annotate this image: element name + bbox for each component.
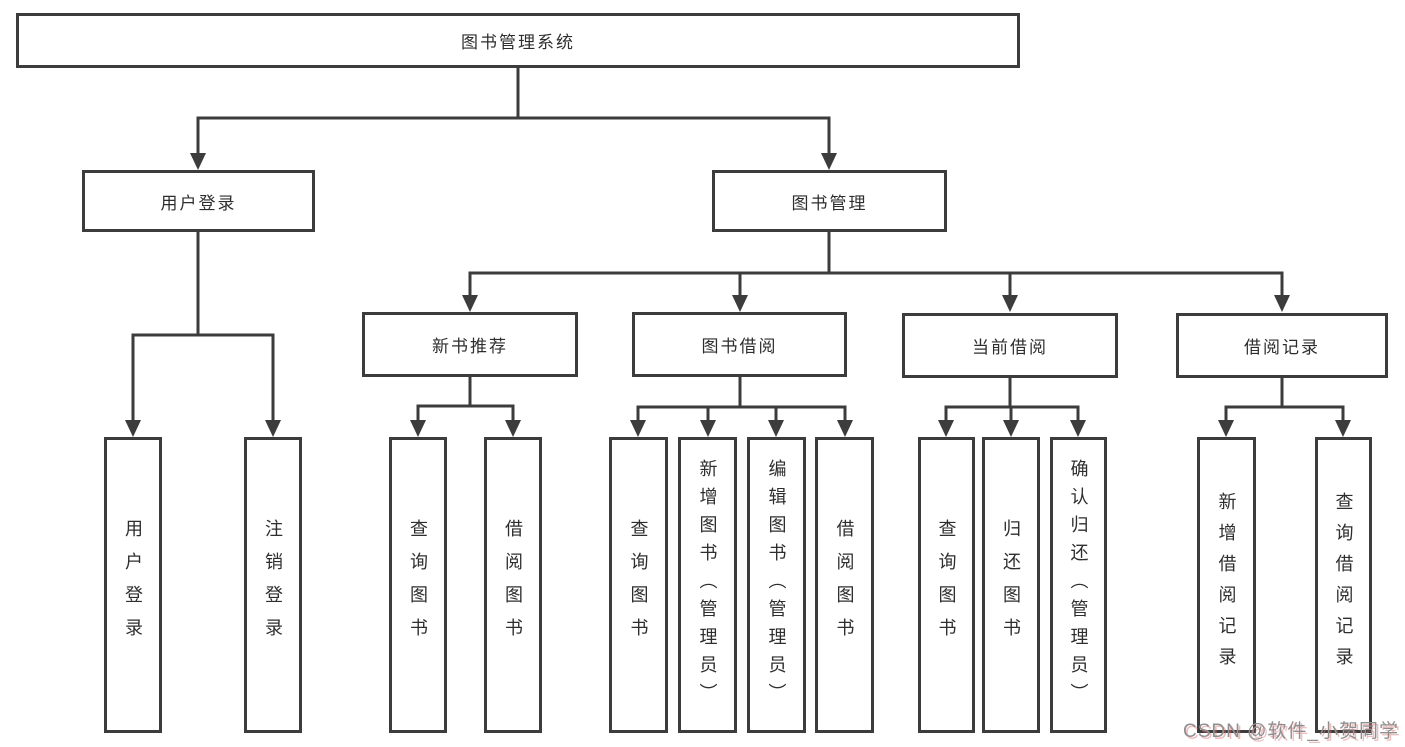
arrowheads <box>125 153 1351 437</box>
leaf-return-books: 归还图书 <box>982 437 1040 733</box>
node-label: 确认归还（管理员） <box>1068 459 1089 711</box>
connector-bookmgmt <box>468 230 1284 300</box>
node-label: 当前借阅 <box>972 338 1048 357</box>
node-user-login: 用户登录 <box>82 170 315 232</box>
connector-borrow <box>636 375 847 425</box>
node-label: 借阅记录 <box>1244 338 1320 357</box>
leaf-add-borrow-record: 新增借阅记录 <box>1197 437 1256 733</box>
connector-current <box>944 376 1080 425</box>
node-current-borrowing: 当前借阅 <box>902 313 1118 378</box>
leaf-edit-books-admin: 编辑图书（管理员） <box>747 437 806 733</box>
leaf-borrow-books-recommend: 借阅图书 <box>484 437 542 733</box>
node-label: 查询图书 <box>408 519 428 651</box>
leaf-query-books-recommend: 查询图书 <box>389 437 447 733</box>
node-label: 新增图书（管理员） <box>697 459 718 711</box>
node-label: 新增借阅记录 <box>1216 492 1237 678</box>
node-label: 借阅图书 <box>834 519 855 651</box>
watermark: CSDN @软件_小贺同学 <box>1183 721 1399 742</box>
node-label: 图书管理 <box>791 193 868 213</box>
node-label: 编辑图书（管理员） <box>766 459 787 711</box>
connector-root <box>196 66 831 158</box>
leaf-add-books-admin: 新增图书（管理员） <box>678 437 737 733</box>
node-label: 查询图书 <box>628 519 649 651</box>
node-label: 图书借阅 <box>701 337 778 356</box>
node-label: 查询图书 <box>936 519 957 651</box>
node-book-borrowing: 图书借阅 <box>632 312 847 377</box>
leaf-logout: 注销登录 <box>244 437 302 733</box>
leaf-query-books-borrowing: 查询图书 <box>609 437 668 733</box>
connector-records <box>1224 376 1345 425</box>
node-label: 查询借阅记录 <box>1333 492 1354 678</box>
leaf-query-borrow-record: 查询借阅记录 <box>1315 437 1372 733</box>
node-book-management: 图书管理 <box>712 170 947 232</box>
leaf-user-login: 用户登录 <box>104 437 162 733</box>
node-label: 用户登录 <box>160 193 237 213</box>
leaf-confirm-return-admin: 确认归还（管理员） <box>1050 437 1107 733</box>
node-label: 注销登录 <box>263 519 283 651</box>
node-root: 图书管理系统 <box>16 13 1020 68</box>
node-label: 用户登录 <box>123 519 143 651</box>
leaf-borrow-books: 借阅图书 <box>815 437 874 733</box>
node-borrowing-records: 借阅记录 <box>1176 313 1388 378</box>
node-label: 图书管理系统 <box>461 33 575 52</box>
connector-newbooks <box>416 375 515 425</box>
node-label: 归还图书 <box>1001 519 1021 651</box>
leaf-query-books-current: 查询图书 <box>918 437 975 733</box>
node-new-book-recommend: 新书推荐 <box>362 312 578 377</box>
node-label: 借阅图书 <box>503 519 523 651</box>
node-label: 新书推荐 <box>432 337 508 356</box>
connector-userlogin <box>131 230 275 425</box>
